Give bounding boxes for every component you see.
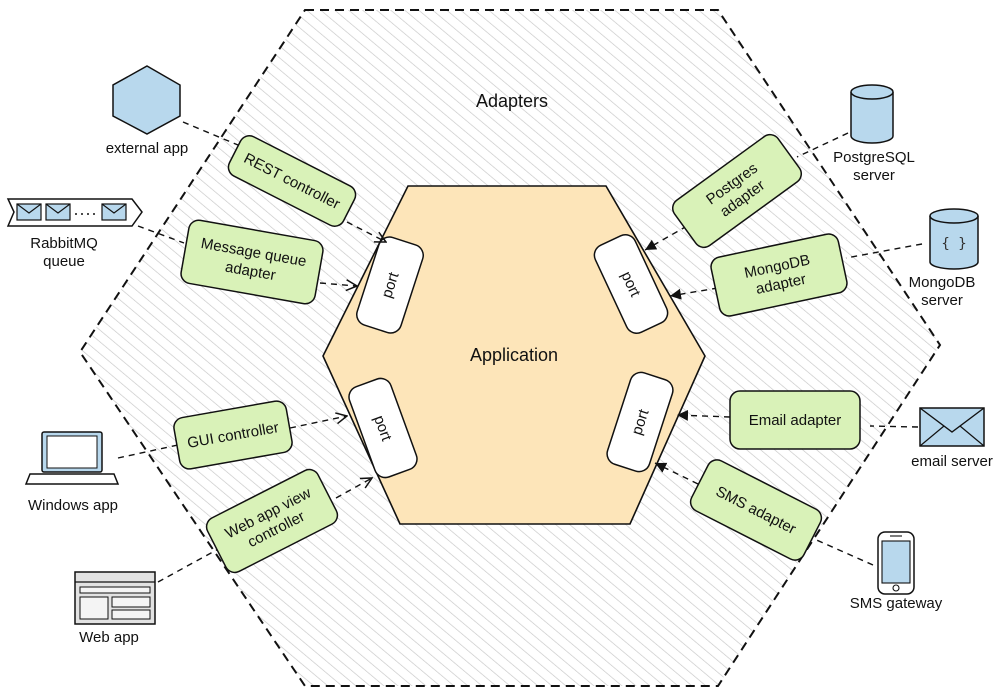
external-app-label: external app	[106, 140, 189, 157]
email-adapter: Email adapter	[729, 390, 861, 450]
browser-window-icon	[74, 571, 156, 625]
application-label: Application	[470, 345, 558, 365]
laptop-icon	[24, 431, 120, 485]
connector-rest-to-port	[346, 221, 386, 242]
sms-gateway: SMS gateway	[850, 531, 943, 612]
web-app-view-controller-adapter: Web app view controller	[205, 468, 339, 574]
port-top-right: port	[593, 234, 669, 334]
mongodb-label-line2: server	[921, 292, 963, 309]
mongodb-server: { } MongoDB server	[909, 208, 979, 309]
connector-postgres-to-port	[644, 225, 688, 251]
rabbitmq-label-line2: queue	[43, 253, 85, 270]
queue-icon	[6, 198, 143, 227]
web-app: Web app	[74, 571, 156, 646]
connector-postgresql	[796, 132, 849, 158]
web-app-label: Web app	[79, 629, 139, 646]
rabbitmq-label-line1: RabbitMQ	[30, 235, 98, 252]
port-bottom-left: port	[348, 377, 418, 479]
connector-webview-to-port	[335, 478, 372, 499]
connector-email-to-port	[676, 409, 731, 421]
connectors	[117, 121, 923, 583]
port-top-left: port	[356, 236, 424, 334]
rabbitmq-queue: RabbitMQ queue	[6, 198, 143, 270]
windows-app: Windows app	[24, 431, 120, 514]
mongodb-label-line1: MongoDB	[909, 274, 976, 291]
database-icon	[850, 84, 894, 144]
hexagon-icon	[112, 65, 181, 135]
postgresql-label-line1: PostgreSQL	[833, 149, 915, 166]
gui-controller-adapter: GUI controller	[173, 400, 293, 470]
mongodb-adapter: MongoDB adapter	[710, 233, 848, 317]
external-app: external app	[106, 65, 189, 157]
adapter-label: Email adapter	[749, 412, 842, 429]
document-database-icon: { }	[929, 208, 979, 270]
connector-sms-to-port	[654, 462, 699, 485]
port-bottom-right: port	[606, 371, 674, 473]
connector-rabbitmq	[137, 225, 185, 244]
connector-web-app	[157, 546, 223, 583]
connector-sms-gateway	[811, 537, 874, 566]
postgresql-label-line2: server	[853, 167, 895, 184]
envelope-icon	[919, 407, 985, 447]
mobile-phone-icon	[877, 531, 915, 595]
postgresql-server: PostgreSQL server	[833, 84, 915, 184]
connector-mongodb	[845, 243, 923, 259]
adapters-label: Adapters	[476, 91, 548, 111]
email-server: email server	[911, 407, 993, 470]
connector-email-server	[869, 425, 919, 428]
connector-mongo-to-port	[669, 287, 719, 300]
braces-glyph: { }	[941, 236, 966, 252]
connector-gui-to-port	[289, 416, 347, 429]
sms-gateway-label: SMS gateway	[850, 595, 943, 612]
windows-app-label: Windows app	[28, 497, 118, 514]
message-queue-adapter: Message queue adapter	[180, 219, 324, 305]
email-server-label: email server	[911, 453, 993, 470]
connector-external-app	[182, 121, 239, 146]
